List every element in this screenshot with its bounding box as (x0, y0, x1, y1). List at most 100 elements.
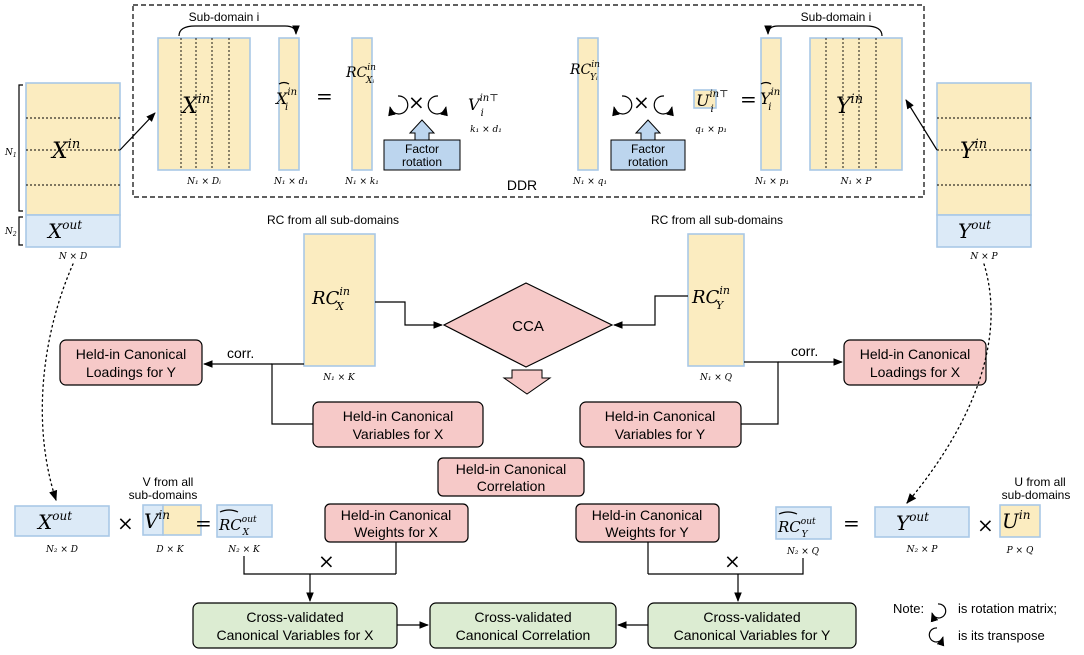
subdomain-right-brace (764, 25, 883, 37)
rotation-icon-right (612, 95, 633, 117)
svg-text:Uin⊤i: Uin⊤i (696, 89, 729, 115)
corr-right-line (741, 361, 779, 425)
ddr-u-matrix: Uin⊤i q₁ × p₁ (693, 89, 729, 135)
y-matrix: Yin Yout N × P (936, 82, 1032, 262)
svg-text:Uin: Uin (1002, 508, 1030, 533)
u-note-line1: U from all (1014, 475, 1065, 489)
heldin-variables-y-box: Held-in Canonical Variables for Y (579, 401, 742, 448)
svg-text:Held-in Canonical: Held-in Canonical (860, 346, 971, 362)
svg-text:Xin: Xin (180, 92, 210, 119)
cca-diamond: CCA (442, 282, 614, 368)
y-out-dotted-link (906, 263, 992, 504)
svg-text:N₁ × d₁: N₁ × d₁ (273, 177, 308, 187)
heldin-weights-x-box: Held-in Canonical Weights for X (324, 503, 469, 543)
svg-text:N₁ × Q: N₁ × Q (699, 373, 733, 383)
times-bottom-left: × (117, 511, 134, 535)
subdomain-right-label: Sub-domain i (801, 10, 872, 24)
ddr-panel: DDR (132, 4, 925, 198)
factor-rotation-left: Factor rotation (383, 119, 461, 171)
svg-text:Vin: Vin (144, 508, 170, 533)
svg-text:is its transpose: is its transpose (958, 628, 1045, 643)
transpose-icon (427, 95, 448, 117)
v-note-line2: sub-domains (129, 488, 198, 502)
subdomain-left-brace (178, 25, 300, 37)
svg-text:Note:: Note: (893, 601, 924, 616)
y-in-label: Yin (960, 137, 987, 164)
u-note-line2: sub-domains (1002, 488, 1071, 502)
rcy-to-cca-arrow (613, 295, 688, 329)
svg-text:D × K: D × K (155, 545, 184, 555)
ddr-xin-matrix: Xin N₁ × Dᵢ (157, 37, 251, 187)
cca-down-arrow (502, 369, 552, 395)
svg-text:Held-in Canonical: Held-in Canonical (592, 507, 703, 523)
svg-text:k₁ × d₁: k₁ × d₁ (470, 125, 502, 135)
svg-text:Xout: Xout (36, 509, 72, 534)
note-rotation-icon (930, 603, 947, 623)
x-matrix: Xin Xout N × D N1 N2 (4, 82, 121, 262)
svg-text:rotation: rotation (402, 155, 442, 169)
svg-text:Factor: Factor (405, 142, 439, 156)
svg-text:q₁ × p₁: q₁ × p₁ (695, 125, 727, 135)
subdomain-left-label: Sub-domain i (189, 10, 260, 24)
svg-text:Held-in Canonical: Held-in Canonical (456, 461, 567, 477)
rc-all-left-label: RC from all sub-domains (267, 213, 399, 227)
factor-rotation-right: Factor rotation (610, 119, 686, 171)
svg-text:Correlation: Correlation (477, 478, 545, 494)
svg-text:N₁ × P: N₁ × P (840, 177, 873, 187)
svg-text:N₂ × Q: N₂ × Q (786, 547, 820, 557)
n2-label: N2 (4, 227, 17, 238)
svg-text:N₁ × Dᵢ: N₁ × Dᵢ (186, 177, 221, 187)
svg-text:Loadings for X: Loadings for X (870, 364, 961, 380)
svg-text:Variables for Y: Variables for Y (615, 426, 706, 442)
x-out-dotted-link (41, 263, 74, 501)
v-note-line1: V from all (143, 475, 194, 489)
x-to-xin-arrow (119, 112, 156, 151)
svg-text:Weights for X: Weights for X (354, 524, 438, 540)
bottom-xout-matrix: Xout N₂ × D (14, 505, 110, 555)
svg-text:Cross-validated: Cross-validated (474, 609, 571, 625)
ddr-label: DDR (507, 177, 537, 193)
cv-variables-y-box: Cross-validated Canonical Variables for … (647, 602, 857, 649)
svg-text:Held-in Canonical: Held-in Canonical (343, 408, 454, 424)
svg-text:Held-in Canonical: Held-in Canonical (76, 346, 187, 362)
svg-text:Weights for Y: Weights for Y (605, 524, 689, 540)
svg-text:P × Q: P × Q (1006, 546, 1034, 556)
svg-text:Loadings for Y: Loadings for Y (86, 364, 177, 380)
x-dim: N × D (58, 252, 87, 262)
equals-bottom-left: = (195, 511, 212, 535)
y-dim: N × P (969, 252, 998, 262)
bottom-vin-matrix: Vin D × K (142, 504, 202, 555)
svg-text:N₂ × P: N₂ × P (906, 545, 939, 555)
svg-text:Canonical Correlation: Canonical Correlation (456, 627, 591, 643)
ddr-yin-matrix: Yin N₁ × P (809, 37, 903, 187)
note-transpose-icon (928, 627, 945, 647)
heldin-loadings-x-box: Held-in Canonical Loadings for X (843, 339, 987, 386)
equals-right: = (740, 87, 757, 111)
equals-left: = (316, 84, 333, 108)
corr-left-label: corr. (227, 345, 254, 361)
y-to-yin-arrow (905, 99, 938, 151)
svg-text:Canonical Variables for Y: Canonical Variables for Y (674, 627, 831, 643)
equals-bottom-right: = (843, 511, 860, 535)
bottom-uin-matrix: Uin P × Q (999, 504, 1041, 556)
svg-text:Yin: Yin (836, 92, 863, 119)
times-left: × (408, 90, 425, 114)
heldin-loadings-y-box: Held-in Canonical Loadings for Y (59, 339, 203, 386)
times-weights-y: × (724, 549, 741, 573)
svg-text:Vin⊤i: Vin⊤i (468, 93, 499, 119)
svg-text:Canonical Variables for X: Canonical Variables for X (217, 627, 375, 643)
svg-text:Yout: Yout (896, 510, 929, 535)
svg-text:Variables for X: Variables for X (353, 426, 444, 442)
